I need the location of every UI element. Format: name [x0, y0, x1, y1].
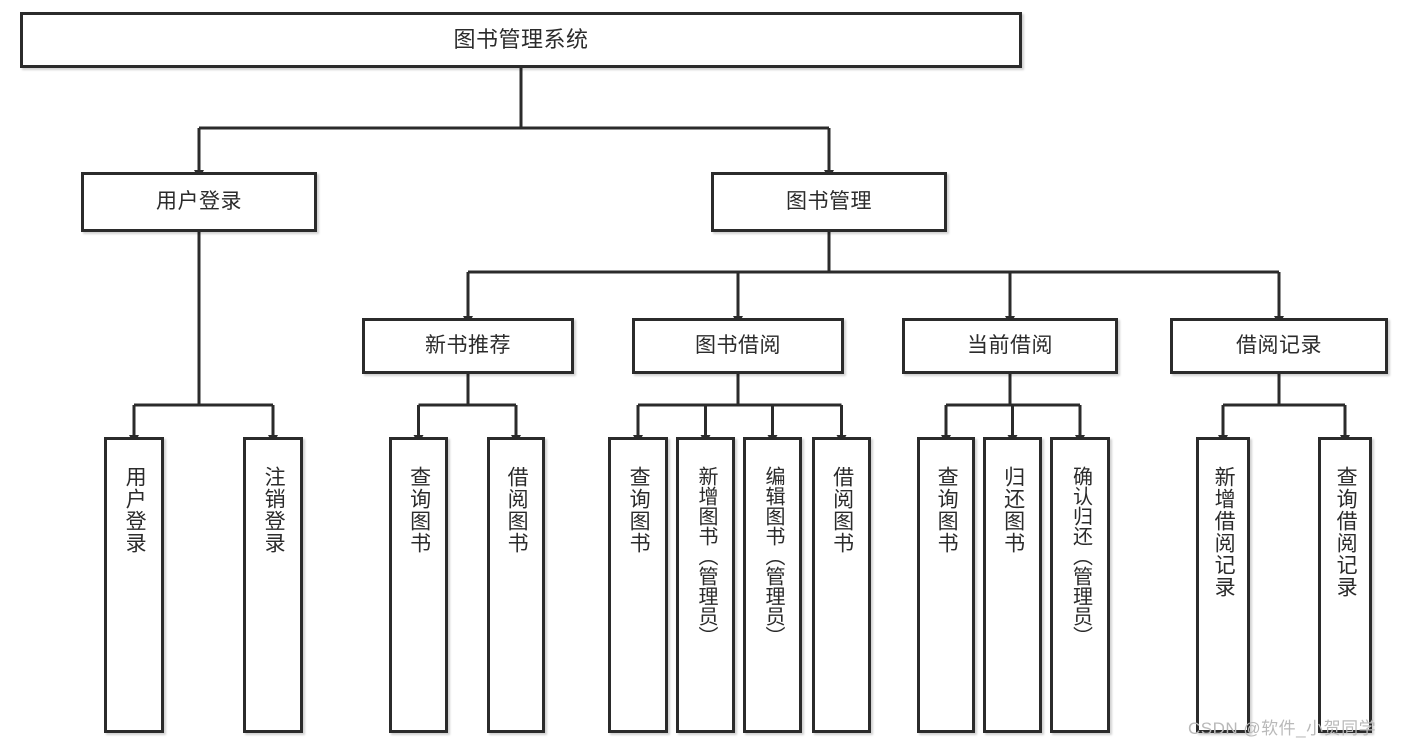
node-label: 借阅图书	[505, 466, 529, 554]
node-l-logout[interactable]: 注销登录	[243, 437, 303, 733]
node-label: 归还图书	[1001, 466, 1025, 554]
node-l-q1[interactable]: 查询图书	[389, 437, 448, 733]
node-l-b1[interactable]: 借阅图书	[487, 437, 545, 733]
node-l-login[interactable]: 用户登录	[104, 437, 164, 733]
node-newbook[interactable]: 新书推荐	[362, 318, 574, 374]
node-l-b2[interactable]: 借阅图书	[812, 437, 871, 733]
node-label: 新增借阅记录	[1212, 466, 1236, 598]
node-label: 查询图书	[407, 466, 431, 554]
node-label: 借阅图书	[830, 466, 854, 554]
node-label: 编辑图书（管理员）	[762, 466, 784, 646]
node-label: 用户登录	[123, 466, 147, 554]
node-label: 新书推荐	[425, 333, 511, 357]
node-l-qrec[interactable]: 查询借阅记录	[1318, 437, 1372, 733]
node-l-addrec[interactable]: 新增借阅记录	[1196, 437, 1250, 733]
node-records[interactable]: 借阅记录	[1170, 318, 1388, 374]
node-label: 用户登录	[156, 189, 242, 213]
node-label: 查询图书	[627, 466, 651, 554]
node-current[interactable]: 当前借阅	[902, 318, 1118, 374]
node-l-add[interactable]: 新增图书（管理员）	[676, 437, 735, 733]
node-label: 借阅记录	[1236, 333, 1322, 357]
node-bookmgmt[interactable]: 图书管理	[711, 172, 947, 232]
node-login[interactable]: 用户登录	[81, 172, 317, 232]
node-l-edit[interactable]: 编辑图书（管理员）	[743, 437, 802, 733]
node-label: 查询图书	[935, 466, 959, 554]
edge-group	[129, 68, 1350, 444]
node-root[interactable]: 图书管理系统	[20, 12, 1022, 68]
watermark-text: CSDN @软件_小贺同学	[1188, 719, 1377, 738]
node-label: 注销登录	[262, 466, 286, 554]
node-label: 新增图书（管理员）	[695, 466, 717, 646]
node-label: 当前借阅	[967, 333, 1053, 357]
node-label: 图书借阅	[695, 333, 781, 357]
node-label: 图书管理系统	[453, 27, 589, 53]
node-l-q3[interactable]: 查询图书	[917, 437, 975, 733]
node-label: 图书管理	[786, 189, 872, 213]
node-l-return[interactable]: 归还图书	[983, 437, 1042, 733]
node-l-confirm[interactable]: 确认归还（管理员）	[1050, 437, 1110, 733]
node-label: 确认归还（管理员）	[1069, 466, 1092, 646]
node-l-q2[interactable]: 查询图书	[608, 437, 668, 733]
node-label: 查询借阅记录	[1334, 466, 1358, 598]
node-borrow[interactable]: 图书借阅	[632, 318, 844, 374]
